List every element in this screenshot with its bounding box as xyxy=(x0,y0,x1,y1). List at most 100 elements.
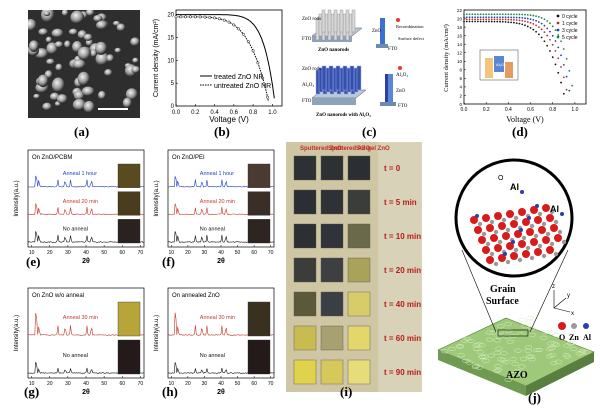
xrd-title: On ZnO/PEI xyxy=(172,155,205,161)
d-point xyxy=(496,20,499,23)
b-xtick-label: 0.4 xyxy=(210,110,219,116)
j-atom-o xyxy=(530,206,538,214)
d-point xyxy=(479,18,482,21)
d-point xyxy=(468,18,471,21)
d-point xyxy=(551,34,554,37)
xrd-ylabel: Intensity(a.u.) xyxy=(154,315,160,351)
i-sample-photo xyxy=(293,257,317,283)
d-point xyxy=(490,16,493,19)
j-grain-mark xyxy=(514,348,522,353)
d-point xyxy=(526,21,529,23)
panel-b-frame xyxy=(175,9,283,107)
c-top-fto: FTO xyxy=(302,37,312,42)
d-point xyxy=(568,89,571,92)
j-grain-mark xyxy=(509,372,518,377)
j-atom-zn xyxy=(481,231,487,237)
i-sample-photo xyxy=(320,291,344,317)
j-atom-zn xyxy=(549,209,555,215)
j-atom-al xyxy=(475,214,479,218)
j-grain-mark xyxy=(485,330,494,335)
b-marker xyxy=(251,49,255,53)
xrd-ylabel: Intensity(a.u.) xyxy=(14,315,20,351)
c-bot-fto: FTO xyxy=(302,99,312,104)
j-atom-o xyxy=(538,226,546,234)
b-xtick-label: 0.8 xyxy=(249,110,258,116)
j-atom-zn xyxy=(553,251,559,257)
sem-rod xyxy=(131,65,140,74)
d-point xyxy=(521,23,524,26)
j-grain-mark xyxy=(495,346,503,351)
j-grain-mark xyxy=(526,316,534,321)
d-point xyxy=(549,38,551,41)
d-point xyxy=(543,40,546,43)
d-point xyxy=(546,27,549,30)
d-point xyxy=(554,63,557,66)
xrd-ylabel: Intensity(a.u.) xyxy=(154,180,160,216)
xrd-xtick-label: 60 xyxy=(251,250,257,256)
i-sample-photo xyxy=(320,189,344,215)
d-point xyxy=(504,13,507,16)
sem-rod xyxy=(28,40,39,52)
c-coated-rod xyxy=(321,65,327,91)
j-grain-mark xyxy=(563,343,571,348)
j-atom-o xyxy=(490,234,498,242)
i-sample-photo xyxy=(320,325,344,351)
j-atom-zn xyxy=(537,211,543,217)
d-point xyxy=(507,21,510,23)
d-point xyxy=(568,69,571,72)
j-atom-o xyxy=(482,214,490,222)
j-grain-mark xyxy=(578,350,586,355)
d-point xyxy=(543,31,546,34)
xrd-trace-label: Anneal 20 min xyxy=(63,199,98,205)
b-marker xyxy=(184,15,188,19)
c-bot-zno-bar xyxy=(388,74,393,102)
d-point xyxy=(504,18,507,21)
d-point xyxy=(474,20,476,23)
xrd-xtick-label: 70 xyxy=(138,381,144,387)
b-marker xyxy=(213,16,216,20)
c-zno-rod xyxy=(330,13,335,37)
d-ytick-label: 10 xyxy=(457,59,463,64)
i-header-3: Sol-gel ZnO xyxy=(356,146,390,152)
d-xtick-label: 0.4 xyxy=(505,107,512,113)
d-point xyxy=(479,16,482,19)
j-grain-mark xyxy=(467,338,475,344)
xrd-trace-label: Anneal 30 min xyxy=(63,315,98,321)
d-point xyxy=(565,88,568,91)
panel-j-svg: AZO Al Al O Grain Surface z y x O Zn Al xyxy=(437,158,595,396)
d-ytick-label: 12 xyxy=(457,51,463,56)
j-grain-mark xyxy=(471,364,480,369)
xrd-title: On ZnO w/o anneal xyxy=(32,293,84,299)
label-d: (d) xyxy=(512,124,528,139)
d-point xyxy=(537,15,540,18)
c-coated-rod xyxy=(349,65,355,91)
i-sample-photo xyxy=(347,325,371,351)
d-point xyxy=(471,13,474,16)
sem-rod xyxy=(114,47,122,54)
d-point xyxy=(562,48,565,50)
j-atom-al xyxy=(503,252,507,256)
j-atom-zn xyxy=(493,261,499,267)
xrd-xtick-label: 50 xyxy=(101,250,107,256)
b-marker xyxy=(208,15,212,19)
d-point xyxy=(515,19,518,21)
legend-treated: treated ZnO NR xyxy=(214,74,263,81)
d-point xyxy=(496,16,499,19)
d-point xyxy=(526,25,529,28)
j-atom-zn xyxy=(513,247,519,253)
sem-rod xyxy=(46,58,55,65)
d-point xyxy=(465,13,468,16)
label-c: (c) xyxy=(362,124,377,139)
sem-rod xyxy=(96,20,108,30)
j-atom-o xyxy=(530,238,538,246)
j-atom-zn xyxy=(513,215,519,221)
xrd-trace-label: No anneal xyxy=(63,227,88,233)
i-time-label: t = 0 xyxy=(384,164,401,173)
xrd-trace-label: No anneal xyxy=(200,227,225,233)
j-atom-o xyxy=(522,218,530,226)
b-marker xyxy=(232,23,236,27)
d-point xyxy=(557,34,560,36)
d-point xyxy=(463,16,465,19)
